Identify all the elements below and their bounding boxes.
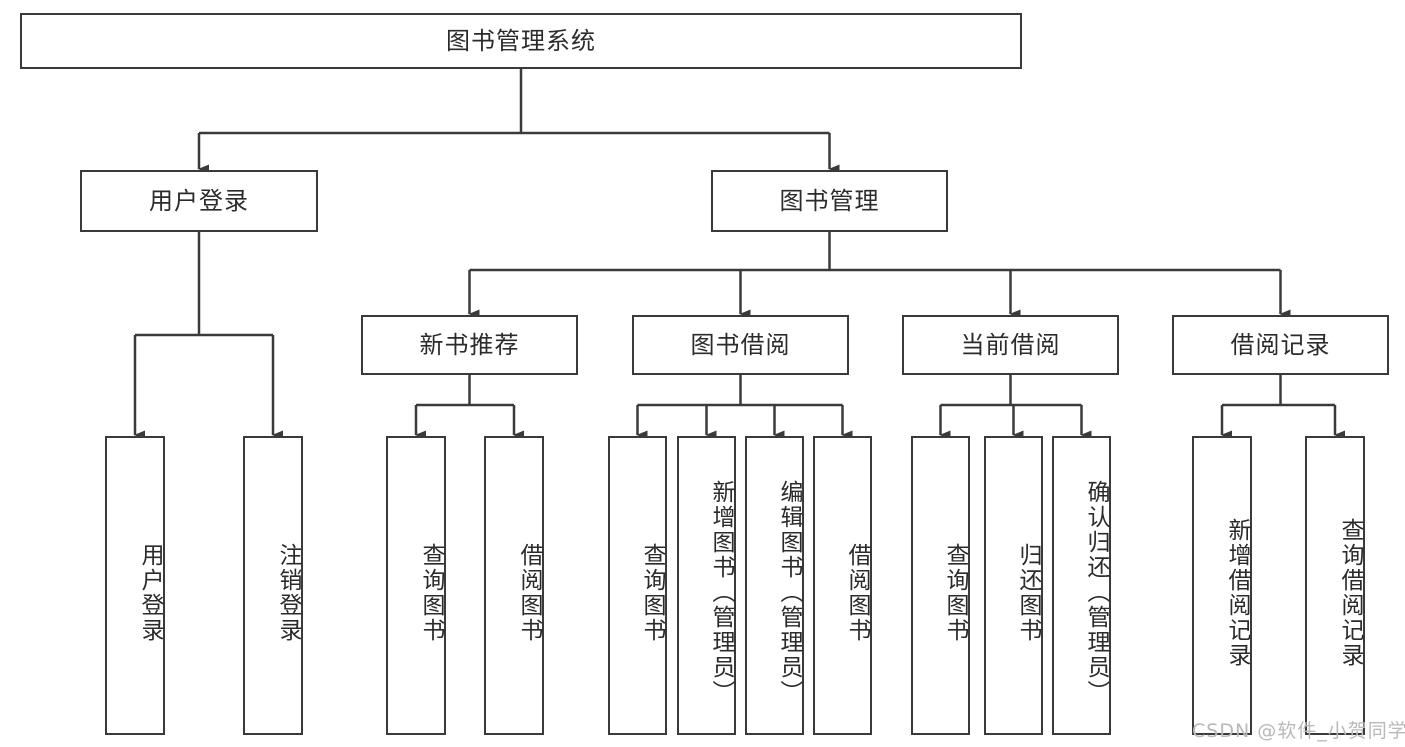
node-label: 借阅图书 (844, 542, 870, 643)
node-label: 用户登录 (149, 186, 249, 215)
node-leaf-nb-borrow[interactable]: 借阅图书 (484, 436, 544, 735)
node-label: 当前借阅 (960, 330, 1061, 359)
node-label: 注销登录 (275, 542, 301, 643)
node-bookmgmt[interactable]: 图书管理 (711, 170, 948, 232)
node-leaf-bw-lend[interactable]: 借阅图书 (813, 436, 872, 735)
node-label: 借阅图书 (516, 542, 542, 643)
node-label: 查询图书 (418, 542, 444, 643)
node-label: 借阅记录 (1230, 330, 1331, 359)
node-login[interactable]: 用户登录 (80, 170, 318, 232)
node-label: 图书管理 (779, 186, 880, 215)
node-leaf-cur-return[interactable]: 归还图书 (984, 436, 1043, 735)
node-label: 确认归还（管理员） (1083, 480, 1109, 705)
node-leaf-rec-add[interactable]: 新增借阅记录 (1192, 436, 1252, 735)
node-root[interactable]: 图书管理系统 (20, 13, 1022, 69)
node-label: 归还图书 (1015, 542, 1041, 643)
node-borrow[interactable]: 图书借阅 (632, 315, 849, 375)
node-current[interactable]: 当前借阅 (902, 315, 1119, 375)
node-leaf-cur-confirm[interactable]: 确认归还（管理员） (1052, 436, 1111, 735)
node-leaf-rec-query[interactable]: 查询借阅记录 (1305, 436, 1365, 735)
node-leaf-bw-edit[interactable]: 编辑图书（管理员） (745, 436, 804, 735)
node-leaf-bw-add[interactable]: 新增图书（管理员） (677, 436, 736, 735)
node-label: 编辑图书（管理员） (776, 480, 802, 705)
node-newbook[interactable]: 新书推荐 (361, 315, 578, 375)
node-leaf-user-logout[interactable]: 注销登录 (243, 436, 303, 735)
node-label: 图书借阅 (690, 330, 791, 359)
node-leaf-cur-query[interactable]: 查询图书 (911, 436, 970, 735)
node-label: 查询图书 (942, 542, 968, 643)
node-label: 图书管理系统 (446, 26, 596, 55)
node-leaf-user-login[interactable]: 用户登录 (105, 436, 165, 735)
watermark-label: CSDN @软件_小贺同学 (1192, 720, 1405, 742)
node-label: 新增图书（管理员） (708, 480, 734, 705)
node-label: 新增借阅记录 (1224, 517, 1250, 668)
node-label: 查询图书 (639, 542, 665, 643)
node-label: 查询借阅记录 (1337, 517, 1363, 668)
node-record[interactable]: 借阅记录 (1172, 315, 1389, 375)
node-label: 新书推荐 (419, 330, 520, 359)
node-label: 用户登录 (137, 542, 163, 643)
node-leaf-nb-query[interactable]: 查询图书 (386, 436, 446, 735)
node-leaf-bw-query[interactable]: 查询图书 (608, 436, 667, 735)
